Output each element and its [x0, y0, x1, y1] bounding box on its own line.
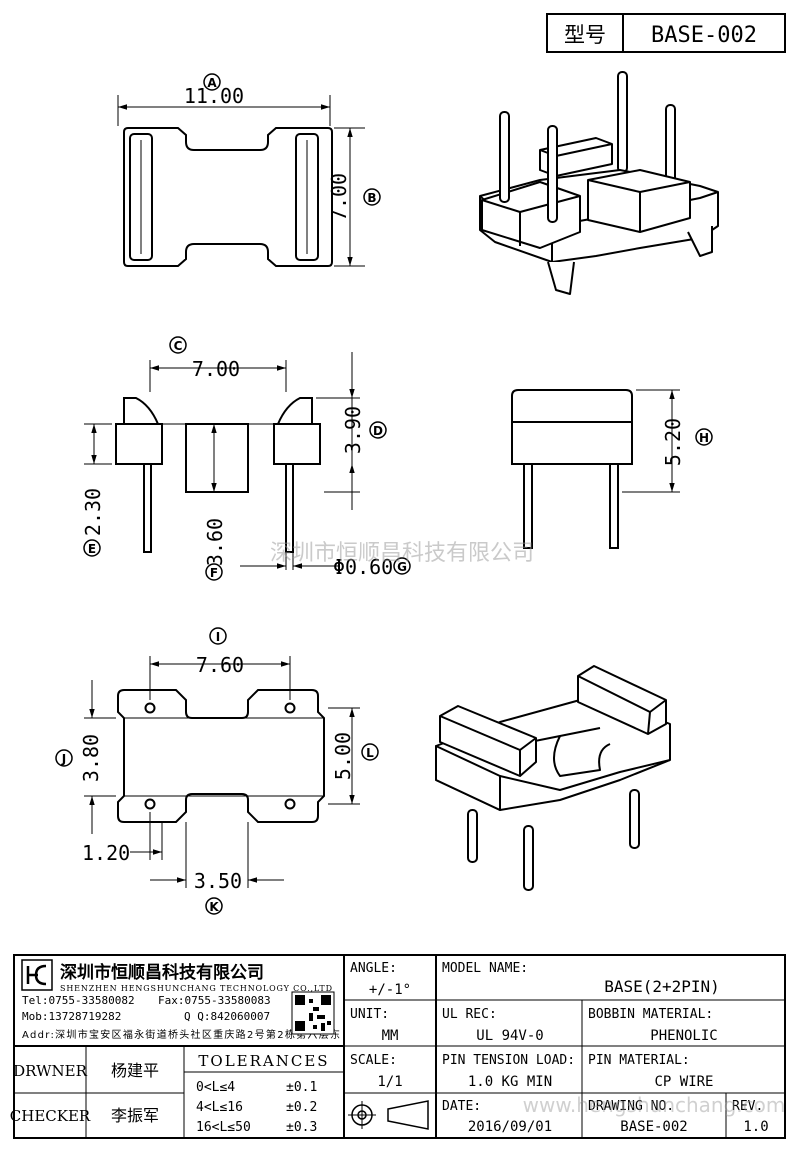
rev-value: 1.0 [743, 1119, 768, 1135]
balloon-F: F [205, 563, 223, 581]
balloon-A: A [203, 73, 221, 91]
label-text: C [174, 339, 183, 353]
company-logo [21, 959, 53, 991]
dim-G-value: Φ0.60 [333, 555, 393, 579]
company-fax: Fax:0755-33580083 [158, 994, 271, 1007]
balloon-H: H [695, 428, 713, 446]
balloon-L: L [361, 743, 379, 761]
balloon-K: K [205, 897, 223, 915]
balloon-D: D [369, 421, 387, 439]
model-name-value: BASE(2+2PIN) [604, 977, 720, 996]
tolerances-title: TOLERANCES [198, 1052, 329, 1070]
bobbin-value: PHENOLIC [650, 1028, 717, 1044]
balloon-I: I [209, 627, 227, 645]
drawing-no-label: DRAWING NO. [588, 1099, 674, 1114]
dim-D-value: 3.90 [341, 406, 365, 454]
qr-code-icon [291, 991, 335, 1035]
dim-M-value: 1.20 [82, 841, 130, 865]
scale-label: SCALE: [350, 1053, 397, 1068]
pin-material-value: CP WIRE [654, 1074, 713, 1090]
bobbin-label: BOBBIN MATERIAL: [588, 1007, 713, 1022]
tol-range-0: 0<L≤4 [196, 1080, 235, 1095]
date-value: 2016/09/01 [468, 1119, 552, 1135]
iso-view-bottom [435, 665, 671, 891]
dim-A-value: 11.00 [184, 84, 244, 108]
dim-F-value: 3.60 [203, 518, 227, 566]
tension-value: 1.0 KG MIN [468, 1074, 552, 1090]
unit-value: MM [382, 1028, 399, 1044]
side-view [511, 389, 680, 549]
dim-J-value: 3.80 [79, 734, 103, 782]
projection-symbol-icon [348, 1100, 429, 1130]
scale-value: 1/1 [377, 1074, 402, 1090]
model-name-label: MODEL NAME: [442, 961, 528, 976]
watermark-center: 深圳市恒顺昌科技有限公司 [270, 541, 534, 566]
drawer-label: DRWNER [13, 1062, 87, 1080]
tension-label: PIN TENSION LOAD: [442, 1053, 575, 1068]
title-block [13, 954, 786, 1139]
label-text: G [397, 560, 407, 574]
model-value: BASE-002 [651, 23, 757, 48]
rev-label: REV. [732, 1099, 763, 1114]
label-text: K [209, 900, 219, 914]
label-text: A [207, 76, 217, 90]
checker-name: 李振军 [111, 1106, 159, 1125]
drawer-name: 杨建平 [111, 1061, 159, 1080]
dim-E-value: 2.30 [81, 488, 105, 536]
pin-material-label: PIN MATERIAL: [588, 1053, 690, 1068]
label-text: E [88, 542, 96, 556]
label-text: I [216, 630, 220, 644]
tol-value-2: ±0.3 [286, 1120, 317, 1135]
checker-label: CHECKER [10, 1107, 91, 1125]
front-view [84, 352, 360, 570]
unit-label: UNIT: [350, 1007, 389, 1022]
label-text: D [373, 424, 383, 438]
angle-label: ANGLE: [350, 961, 397, 976]
drawing-no-value: BASE-002 [620, 1119, 687, 1135]
company-mob: Mob:13728719282 [22, 1010, 121, 1023]
dim-L-value: 5.00 [331, 732, 355, 780]
dim-C-value: 7.00 [192, 357, 240, 381]
tol-value-0: ±0.1 [286, 1080, 317, 1095]
company-qq: Q Q:842060007 [184, 1010, 270, 1023]
dim-H-value: 5.20 [661, 418, 685, 466]
balloon-C: C [169, 336, 187, 354]
label-text: J [61, 752, 66, 766]
iso-view-top [479, 71, 719, 295]
label-text: B [367, 191, 376, 205]
dim-I-value: 7.60 [196, 653, 244, 677]
label-text: F [210, 566, 218, 580]
date-label: DATE: [442, 1099, 481, 1114]
balloon-J: J [55, 749, 73, 767]
ul-value: UL 94V-0 [476, 1028, 543, 1044]
tol-range-2: 16<L≤50 [196, 1120, 251, 1135]
company-tel: Tel:0755-33580082 [22, 994, 135, 1007]
title-header: 型号 BASE-002 [546, 13, 786, 53]
tol-range-1: 4<L≤16 [196, 1100, 243, 1115]
dim-B-value: 7.00 [327, 173, 351, 221]
watermark-bottom: www.hengshunchang.com [523, 1093, 786, 1117]
company-name-cn: 深圳市恒顺昌科技有限公司 [60, 962, 264, 983]
company-name-en: SHENZHEN HENGSHUNCHANG TECHNOLOGY CO.,LT… [60, 984, 332, 993]
balloon-E: E [83, 539, 101, 557]
tol-value-1: ±0.2 [286, 1100, 317, 1115]
label-text: H [699, 431, 709, 445]
label-text: L [366, 746, 374, 760]
bottom-view [84, 656, 360, 888]
balloon-G: G [393, 557, 411, 575]
ul-label: UL REC: [442, 1007, 497, 1022]
model-label: 型号 [564, 23, 606, 47]
angle-value: +/-1° [369, 982, 411, 998]
company-addr: Addr:深圳市宝安区福永街道桥头社区重庆路2号第2栋第六层东 [22, 1028, 340, 1041]
top-view [117, 95, 365, 267]
balloon-B: B [363, 188, 381, 206]
dim-K-value: 3.50 [194, 869, 242, 893]
